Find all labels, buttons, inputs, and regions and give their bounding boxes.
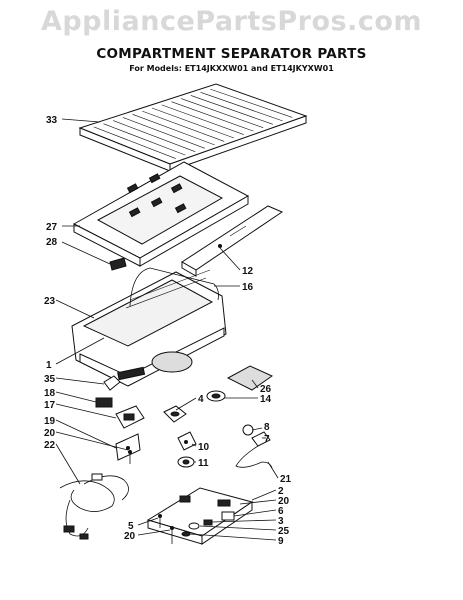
callout-6: 6 bbox=[278, 506, 284, 517]
part-17-control-box[interactable] bbox=[115, 405, 145, 429]
callout-20-right: 20 bbox=[278, 496, 290, 507]
part-14-grommet[interactable] bbox=[206, 390, 226, 402]
callout-3: 3 bbox=[278, 516, 284, 527]
diagram-title: COMPARTMENT SEPARATOR PARTS bbox=[96, 46, 367, 62]
callout-33: 33 bbox=[46, 115, 58, 126]
grille-slat bbox=[142, 110, 225, 142]
grille-slat bbox=[93, 126, 176, 159]
grille-slat bbox=[171, 101, 254, 132]
callout-2: 2 bbox=[278, 486, 284, 497]
part-3-clip[interactable] bbox=[203, 519, 213, 526]
part-9-retainer[interactable] bbox=[181, 531, 191, 537]
part-25-spacer[interactable] bbox=[188, 522, 200, 530]
site-watermark: AppliancePartsPros.com bbox=[40, 6, 423, 37]
callout-4: 4 bbox=[198, 394, 204, 405]
part-12-rail[interactable] bbox=[181, 205, 284, 277]
callout-26: 26 bbox=[260, 384, 272, 395]
part-23-separator-housing[interactable] bbox=[71, 269, 227, 387]
callout-23: 23 bbox=[44, 296, 56, 307]
part-18-connector[interactable] bbox=[95, 397, 113, 408]
grille-slat bbox=[122, 117, 205, 149]
grille-slat bbox=[210, 88, 293, 118]
callout-14: 14 bbox=[260, 394, 272, 405]
part-8-bulb[interactable] bbox=[242, 424, 254, 436]
callout-1: 1 bbox=[46, 360, 52, 371]
callout-22: 22 bbox=[44, 440, 56, 451]
callout-18: 18 bbox=[44, 388, 56, 399]
part-35-switch[interactable] bbox=[103, 375, 121, 391]
part-5-screw[interactable] bbox=[158, 514, 162, 528]
grille-slat bbox=[151, 107, 235, 139]
callout-21: 21 bbox=[280, 474, 292, 485]
diagram-subtitle: For Models: ET14JKXXW01 and ET14JKYXW01 bbox=[129, 64, 334, 73]
part-27-separator-frame[interactable] bbox=[72, 161, 250, 267]
callout-27: 27 bbox=[46, 222, 58, 233]
leader-lines bbox=[55, 118, 279, 541]
part-21-socket-wire[interactable] bbox=[235, 445, 273, 469]
callout-20-bottom: 20 bbox=[124, 531, 136, 542]
part-26-insulation-pad[interactable] bbox=[226, 365, 274, 391]
part-28-clip[interactable] bbox=[109, 257, 127, 271]
part-20-screw-lower[interactable] bbox=[170, 526, 174, 544]
part-2-lower-housing[interactable] bbox=[146, 487, 254, 545]
callout-7: 7 bbox=[264, 434, 270, 445]
part-20-screw-mid[interactable] bbox=[128, 450, 132, 464]
callout-19: 19 bbox=[44, 416, 56, 427]
grille-slat bbox=[181, 98, 264, 128]
grille-slat bbox=[132, 114, 215, 146]
callout-12: 12 bbox=[242, 266, 254, 277]
callout-28: 28 bbox=[46, 237, 58, 248]
part-4-thermostat[interactable] bbox=[163, 405, 187, 423]
part-22-wire-harness[interactable] bbox=[59, 473, 129, 540]
part-6-switch[interactable] bbox=[221, 511, 235, 521]
grille-slat bbox=[190, 95, 273, 125]
part-16-wire[interactable] bbox=[129, 267, 219, 307]
callout-25: 25 bbox=[278, 526, 290, 537]
callout-11: 11 bbox=[198, 458, 209, 469]
callout-10: 10 bbox=[198, 442, 210, 453]
callout-5: 5 bbox=[128, 521, 134, 532]
part-11-knob[interactable] bbox=[177, 456, 195, 468]
grille-slat bbox=[200, 92, 283, 122]
part-10-damper-control[interactable] bbox=[177, 431, 197, 451]
grille-slat bbox=[103, 123, 186, 156]
part-7-light-socket[interactable] bbox=[251, 431, 271, 447]
part-19-bracket[interactable] bbox=[115, 433, 141, 461]
callout-17: 17 bbox=[44, 400, 56, 411]
callout-8: 8 bbox=[264, 422, 270, 433]
callout-20-mid: 20 bbox=[44, 428, 56, 439]
grille-slat bbox=[161, 104, 244, 135]
grille-slat bbox=[113, 120, 196, 152]
callout-35: 35 bbox=[44, 374, 56, 385]
part-33-grille-cover[interactable] bbox=[78, 83, 308, 172]
callout-9: 9 bbox=[278, 536, 284, 547]
callout-16: 16 bbox=[242, 282, 254, 293]
